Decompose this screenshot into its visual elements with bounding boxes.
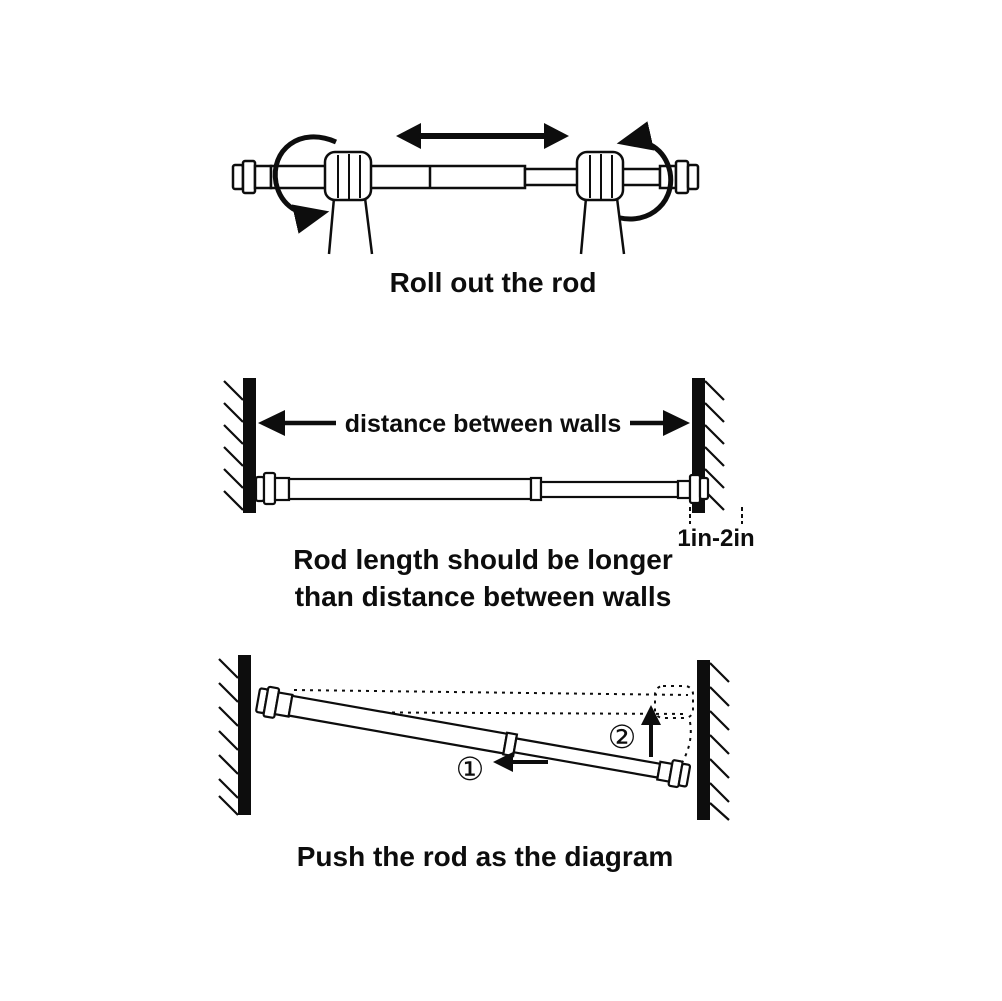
step1-marker: ① bbox=[456, 750, 485, 788]
caption-rod-length-line2: than distance between walls bbox=[295, 581, 672, 612]
right-hand bbox=[575, 150, 626, 256]
rod-between-walls bbox=[254, 471, 710, 506]
overlap-label: 1in-2in bbox=[677, 525, 754, 552]
panel-rod-length: distance between walls 1in-2in Rod lengt… bbox=[223, 378, 755, 612]
caption-rod-length-line1: Rod length should be longer bbox=[293, 544, 673, 575]
rod-tilted bbox=[255, 685, 692, 789]
overlap-measure: 1in-2in bbox=[677, 507, 755, 552]
caption-push-rod: Push the rod as the diagram bbox=[297, 841, 674, 872]
step2-marker: ② bbox=[608, 718, 637, 756]
panel-roll-out: Roll out the rod bbox=[231, 121, 700, 298]
wall-left-bottom bbox=[218, 655, 251, 816]
rotation-arrow-right bbox=[606, 121, 674, 222]
panel-push-rod: ① ② Push the rod as the diagram bbox=[218, 655, 730, 872]
left-hand bbox=[323, 150, 374, 255]
extension-arrow bbox=[396, 123, 569, 149]
wall-left bbox=[223, 378, 256, 513]
distance-arrow: distance between walls bbox=[258, 404, 690, 441]
step2-arrow bbox=[641, 705, 661, 757]
distance-label: distance between walls bbox=[345, 410, 622, 438]
rotation-arrow-left bbox=[272, 134, 338, 234]
caption-roll-out: Roll out the rod bbox=[390, 267, 597, 298]
wall-right-bottom bbox=[697, 660, 730, 821]
tension-rod bbox=[231, 159, 700, 195]
step1-arrow bbox=[493, 752, 548, 772]
